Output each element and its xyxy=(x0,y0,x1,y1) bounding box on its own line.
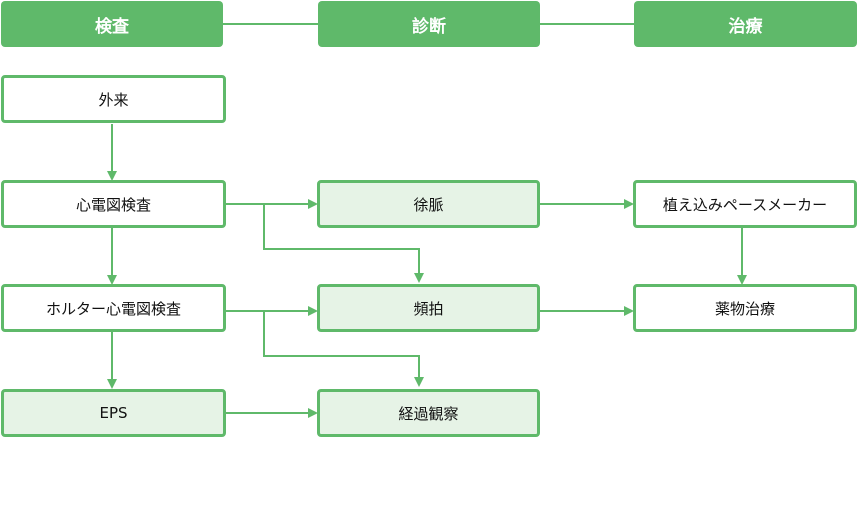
node-eps: EPS xyxy=(1,389,226,437)
node-ecg: 心電図検査 xyxy=(1,180,226,228)
node-tachycardia: 頻拍 xyxy=(317,284,540,332)
node-pacemaker: 植え込みペースメーカー xyxy=(633,180,857,228)
node-observation: 経過観察 xyxy=(317,389,540,437)
arrow-holter-observation xyxy=(263,311,424,387)
node-outpatient: 外来 xyxy=(1,75,226,123)
node-medication: 薬物治療 xyxy=(633,284,857,332)
arrow-ecg-tachycardia xyxy=(263,204,424,283)
node-bradycardia: 徐脈 xyxy=(317,180,540,228)
header-exam: 検査 xyxy=(1,1,223,47)
header-treatment: 治療 xyxy=(634,1,857,47)
node-holter: ホルター心電図検査 xyxy=(1,284,226,332)
header-diagnosis: 診断 xyxy=(318,1,540,47)
